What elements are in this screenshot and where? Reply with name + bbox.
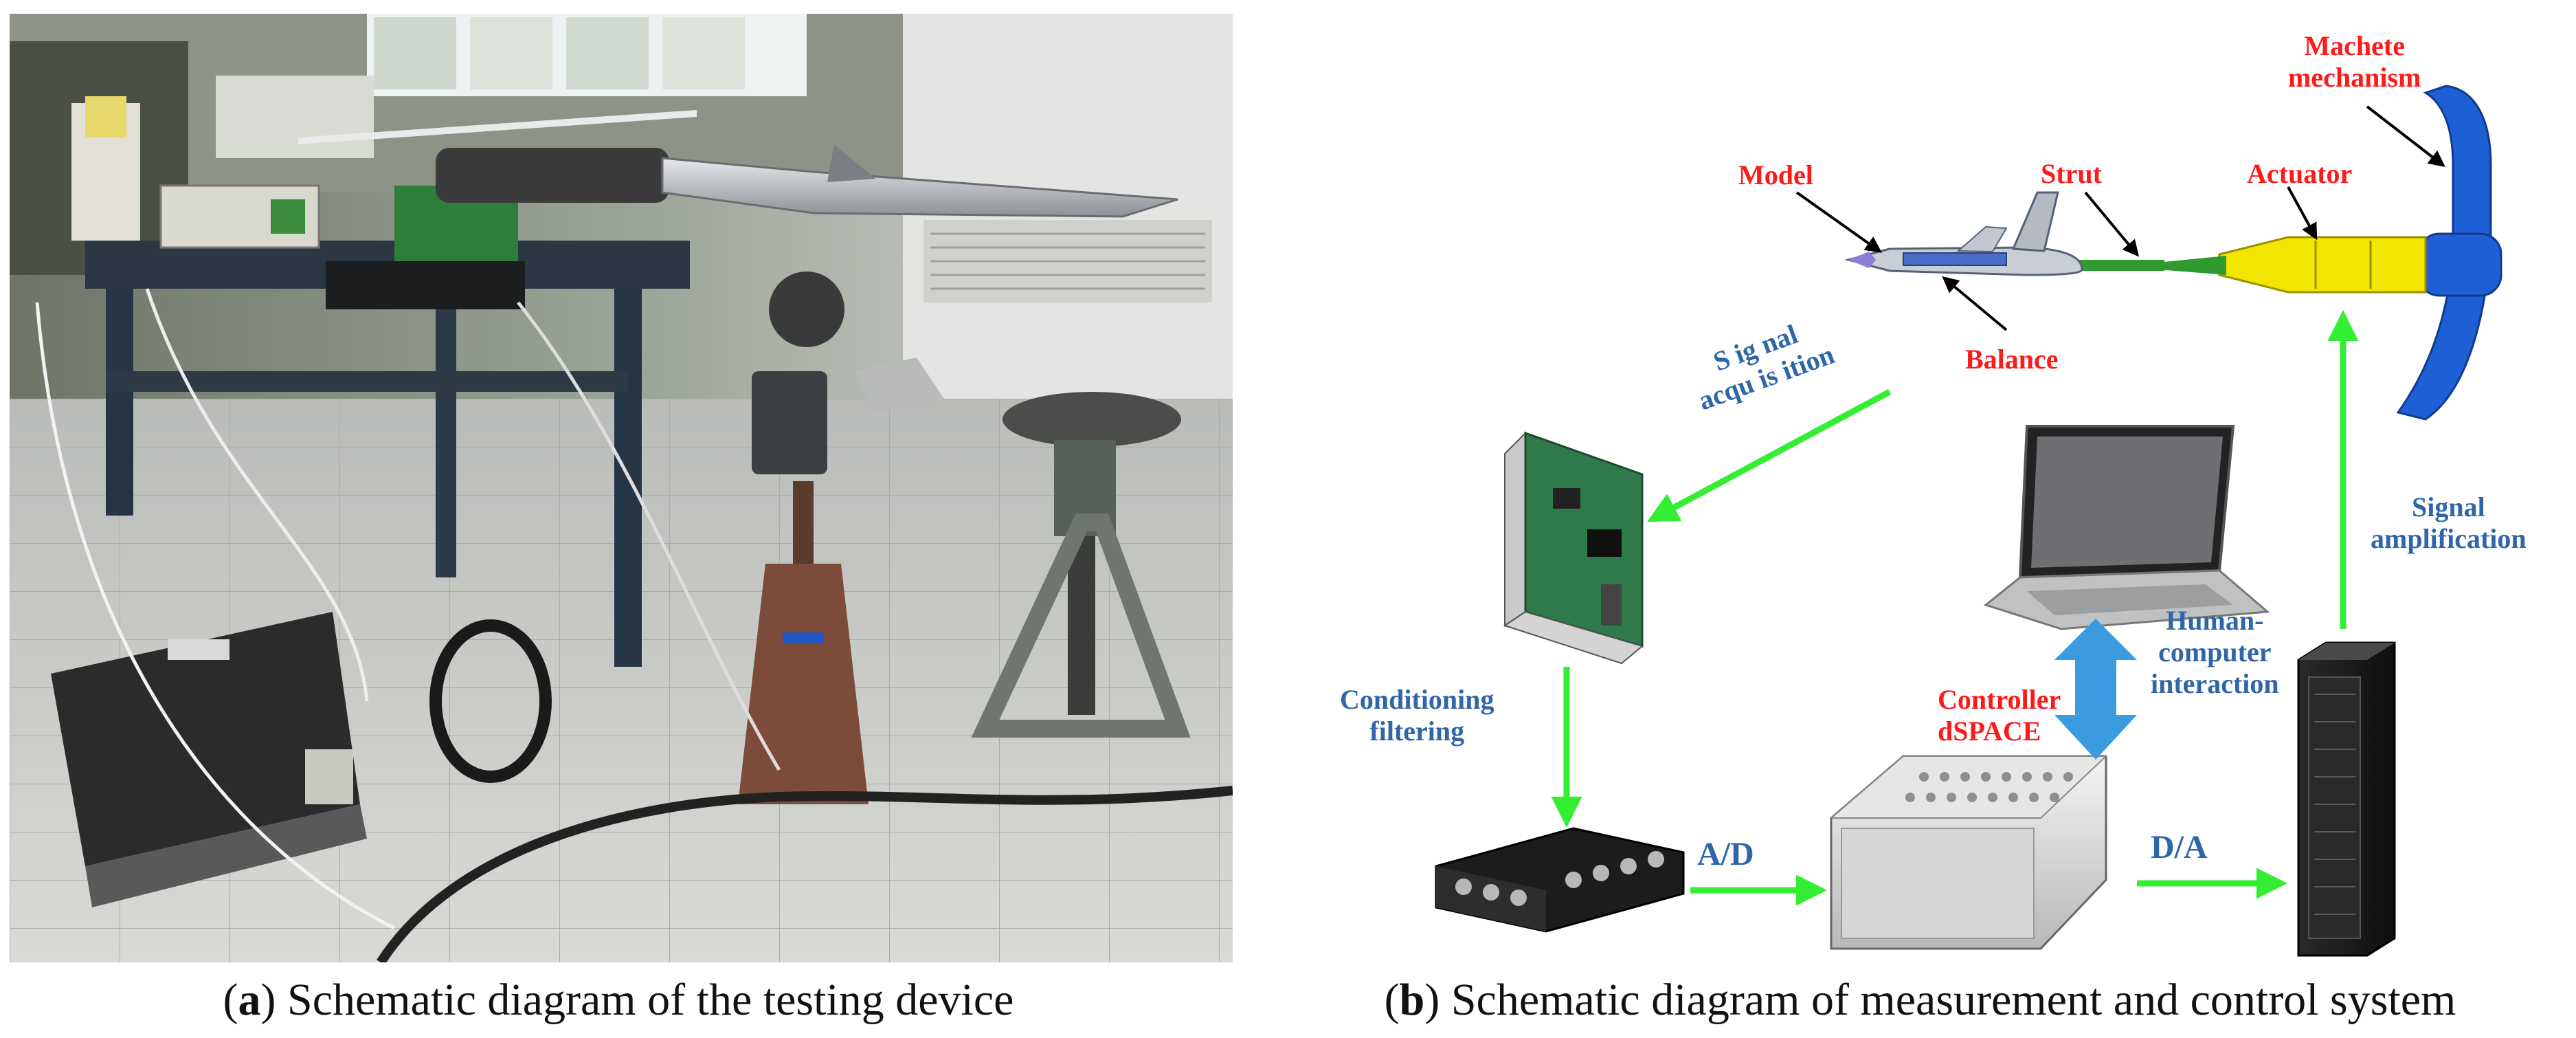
caption-b: (b) Schematic diagram of measurement and…: [1384, 975, 2456, 1025]
actuator-label: Actuator: [2247, 158, 2353, 189]
laptop-computer: [1983, 425, 2270, 630]
caption-a: (a) Schematic diagram of the testing dev…: [223, 975, 1014, 1025]
caption-b-letter: b: [1399, 975, 1425, 1025]
testing-device-photo: [10, 14, 1233, 962]
caption-b-text: Schematic diagram of measurement and con…: [1440, 975, 2456, 1025]
aircraft-model: [1844, 191, 2083, 276]
model-label: Model: [1738, 159, 1813, 190]
da-label: D/A: [2151, 829, 2208, 865]
signal-amplification-label: Signal amplification: [2371, 492, 2527, 554]
strut: [2158, 256, 2226, 275]
control-system-diagram: Machete mechanism Model Strut Actuator B…: [1299, 7, 2573, 969]
strut-label: Strut: [2041, 158, 2102, 189]
testing-device-illustration: [10, 14, 1233, 962]
controller-dspace-label: Controller dSPACE: [1938, 684, 2061, 747]
actuator: [2218, 236, 2427, 294]
power-amplifier-rack: [2297, 641, 2396, 957]
control-system-graphics: [1435, 85, 2502, 957]
human-computer-arrow: [2054, 619, 2137, 760]
caption-a-text: Schematic diagram of the testing device: [276, 975, 1014, 1025]
human-computer-interaction-label: Human- computer interaction: [2151, 605, 2279, 699]
conditioning-filtering-label: Conditioning filtering: [1340, 684, 1494, 747]
machete-mechanism-label: Machete mechanism: [2288, 30, 2421, 93]
dspace-controller: [1829, 755, 2108, 950]
machete-mechanism: [2396, 85, 2502, 421]
balance-label: Balance: [1965, 344, 2059, 375]
data-acquisition-card: [1503, 431, 1644, 665]
ad-label: A/D: [1697, 836, 1754, 872]
signal-conditioner: [1435, 827, 1685, 933]
caption-a-letter: a: [238, 975, 261, 1025]
